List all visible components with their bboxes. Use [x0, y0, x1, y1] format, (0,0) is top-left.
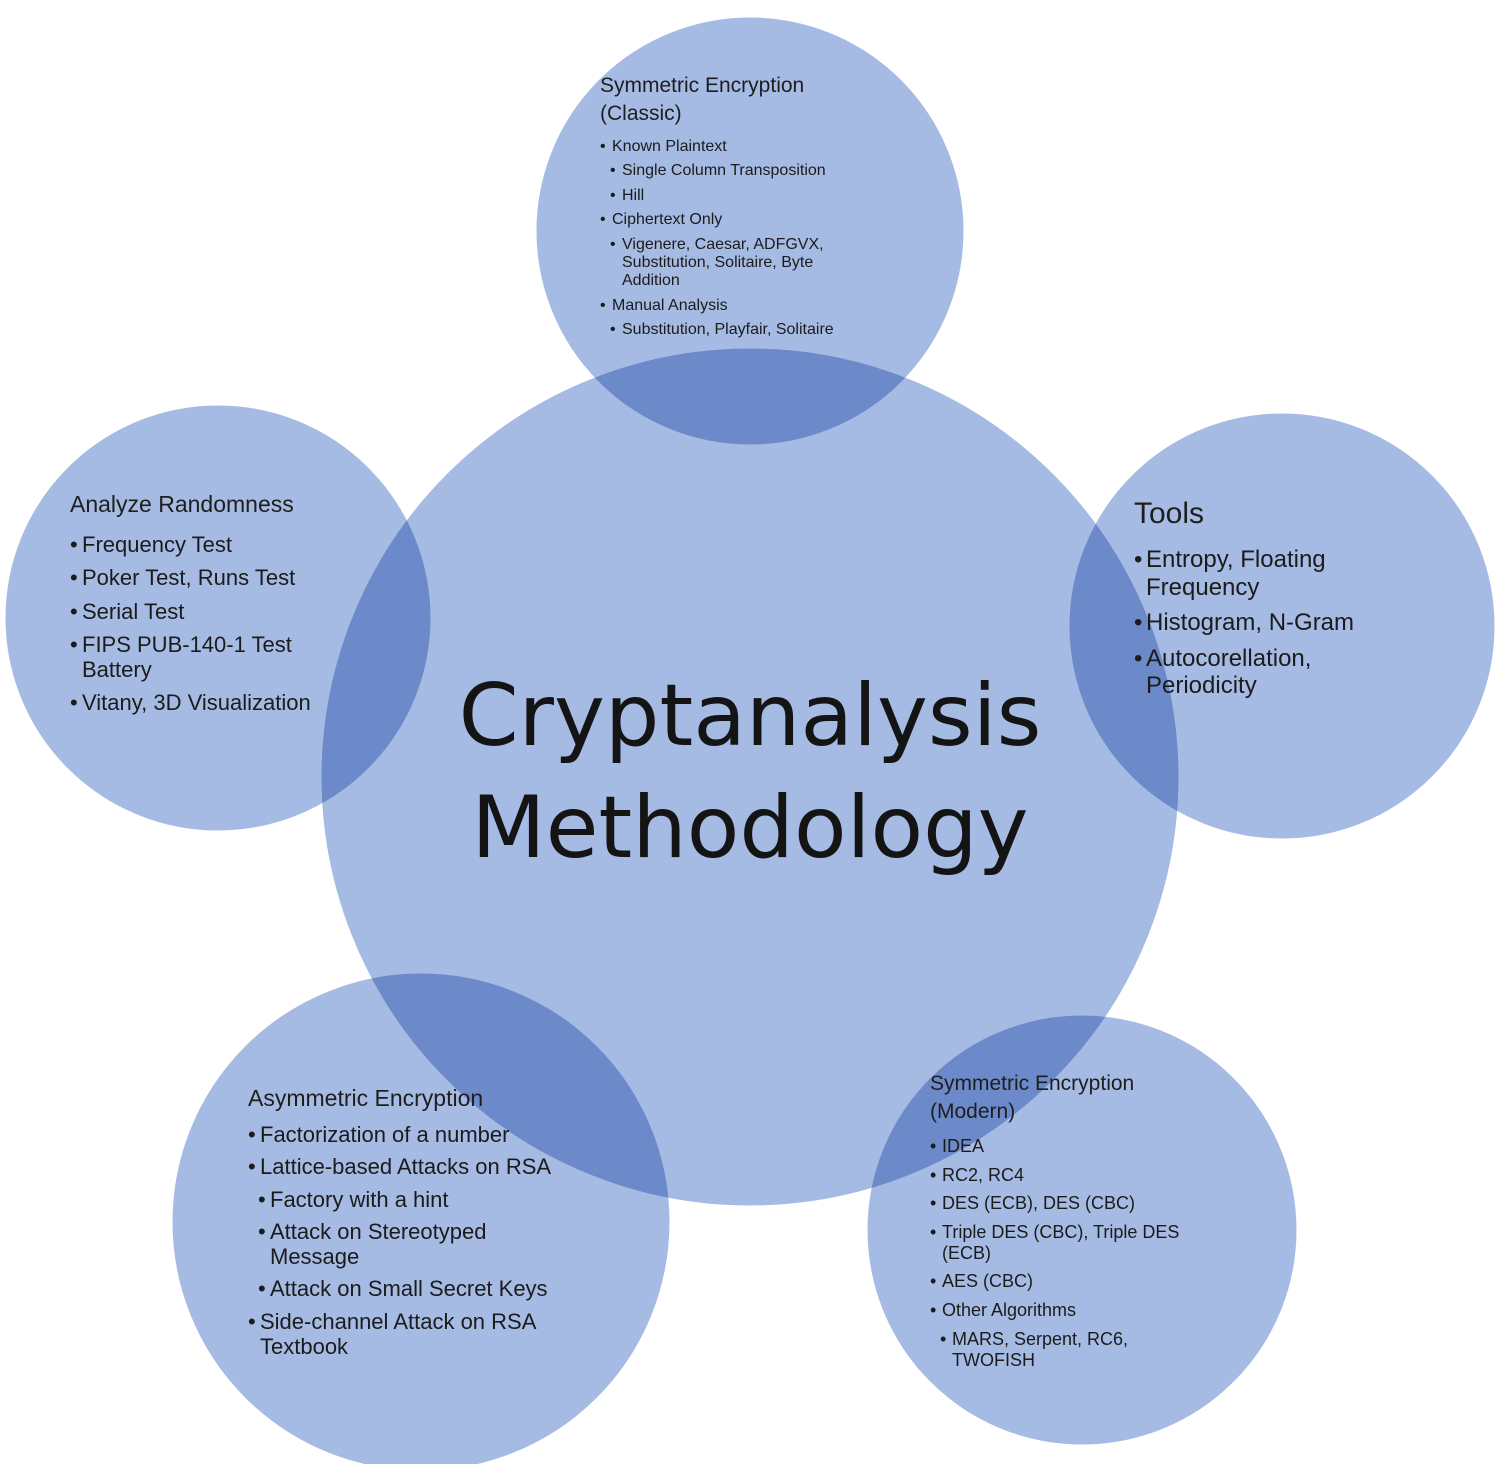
- list-item: Other Algorithms: [930, 1300, 1210, 1321]
- center-title-line2: Methodology: [471, 778, 1029, 878]
- list-item: Poker Test, Runs Test: [70, 565, 340, 591]
- node-sym-modern-title-line1: Symmetric Encryption: [930, 1072, 1135, 1095]
- list-item: Histogram, N-Gram: [1134, 609, 1384, 637]
- list-item: Attack on Stereotyped Message: [258, 1219, 510, 1270]
- node-sym-modern-title: Symmetric Encryption (Modern): [930, 1070, 1210, 1126]
- list-item: Factorization of a number: [248, 1122, 588, 1148]
- list-item: Autocorellation, Periodicity: [1134, 645, 1356, 700]
- list-item: Single Column Transposition: [610, 162, 890, 181]
- center-title-line1: Cryptanalysis: [458, 666, 1042, 766]
- list-item: Known Plaintext: [600, 138, 890, 157]
- list-item: DES (ECB), DES (CBC): [930, 1193, 1210, 1214]
- list-item: Entropy, Floating Frequency: [1134, 546, 1366, 601]
- list-item: Ciphertext Only: [600, 211, 890, 230]
- node-asymmetric-title: Asymmetric Encryption: [248, 1085, 484, 1111]
- list-item: Side-channel Attack on RSA Textbook: [248, 1309, 560, 1360]
- node-sym-classic-title-line1: Symmetric Encryption: [600, 74, 805, 97]
- list-item: MARS, Serpent, RC6, TWOFISH: [940, 1329, 1152, 1370]
- list-item: AES (CBC): [930, 1271, 1210, 1292]
- node-randomness-list: Frequency Test Poker Test, Runs Test Ser…: [70, 532, 340, 716]
- node-tools-list: Entropy, Floating Frequency Histogram, N…: [1134, 546, 1384, 700]
- list-item: Serial Test: [70, 599, 340, 625]
- list-item: FIPS PUB-140-1 Test Battery: [70, 632, 322, 683]
- list-item: Vigenere, Caesar, ADFGVX, Substitution, …: [610, 236, 862, 291]
- list-item: Hill: [610, 187, 890, 206]
- list-item: Manual Analysis: [600, 297, 890, 316]
- list-item: RC2, RC4: [930, 1165, 1210, 1186]
- node-sym-classic: Symmetric Encryption (Classic) Known Pla…: [600, 72, 890, 340]
- node-tools-title: Tools: [1134, 497, 1205, 530]
- list-item: Vitany, 3D Visualization: [70, 690, 340, 716]
- list-item: Frequency Test: [70, 532, 340, 558]
- center-title: Cryptanalysis Methodology: [350, 660, 1150, 884]
- node-sym-modern-list: IDEA RC2, RC4 DES (ECB), DES (CBC) Tripl…: [930, 1136, 1210, 1370]
- list-item: Substitution, Playfair, Solitaire: [610, 321, 890, 340]
- node-sym-classic-title-line2: (Classic): [600, 102, 682, 125]
- list-item: IDEA: [930, 1136, 1210, 1157]
- node-randomness-title: Analyze Randomness: [70, 491, 294, 517]
- node-tools: Tools Entropy, Floating Frequency Histog…: [1134, 496, 1384, 700]
- node-sym-classic-title: Symmetric Encryption (Classic): [600, 72, 890, 128]
- node-randomness: Analyze Randomness Frequency Test Poker …: [70, 490, 340, 716]
- node-sym-modern-title-line2: (Modern): [930, 1100, 1016, 1123]
- node-sym-classic-list: Known Plaintext Single Column Transposit…: [600, 138, 890, 340]
- list-item: Attack on Small Secret Keys: [258, 1276, 588, 1302]
- list-item: Triple DES (CBC), Triple DES (ECB): [930, 1222, 1204, 1263]
- node-asymmetric: Asymmetric Encryption Factorization of a…: [248, 1084, 588, 1359]
- list-item: Factory with a hint: [258, 1187, 588, 1213]
- node-sym-modern: Symmetric Encryption (Modern) IDEA RC2, …: [930, 1070, 1210, 1370]
- node-asymmetric-list: Factorization of a number Lattice-based …: [248, 1122, 588, 1359]
- list-item: Lattice-based Attacks on RSA: [248, 1154, 588, 1180]
